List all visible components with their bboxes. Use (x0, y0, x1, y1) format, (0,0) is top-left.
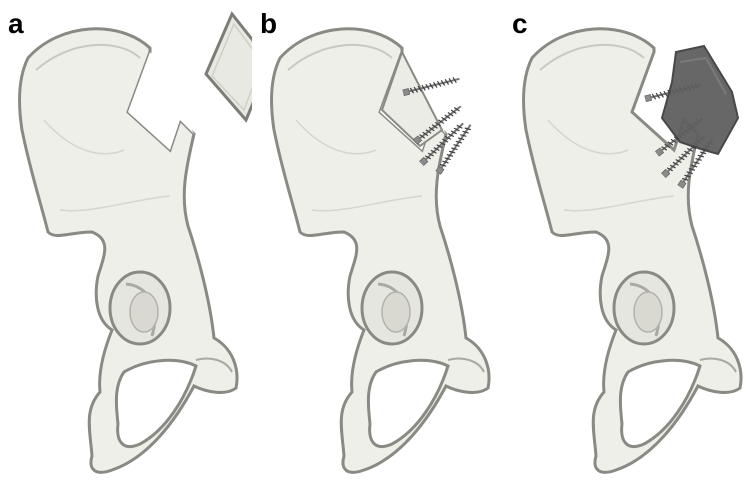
panel-c: c (504, 0, 756, 480)
plate (662, 46, 738, 154)
panel-label-c: c (512, 10, 528, 38)
pelvis-illustration-a (0, 0, 252, 480)
bone-fragment (206, 14, 252, 120)
pelvis-illustration-b (252, 0, 504, 480)
panel-label-b: b (260, 10, 277, 38)
panel-b: b (252, 0, 504, 480)
panel-a: a (0, 0, 252, 480)
pelvis-illustration-c (504, 0, 756, 480)
panel-label-a: a (8, 10, 24, 38)
